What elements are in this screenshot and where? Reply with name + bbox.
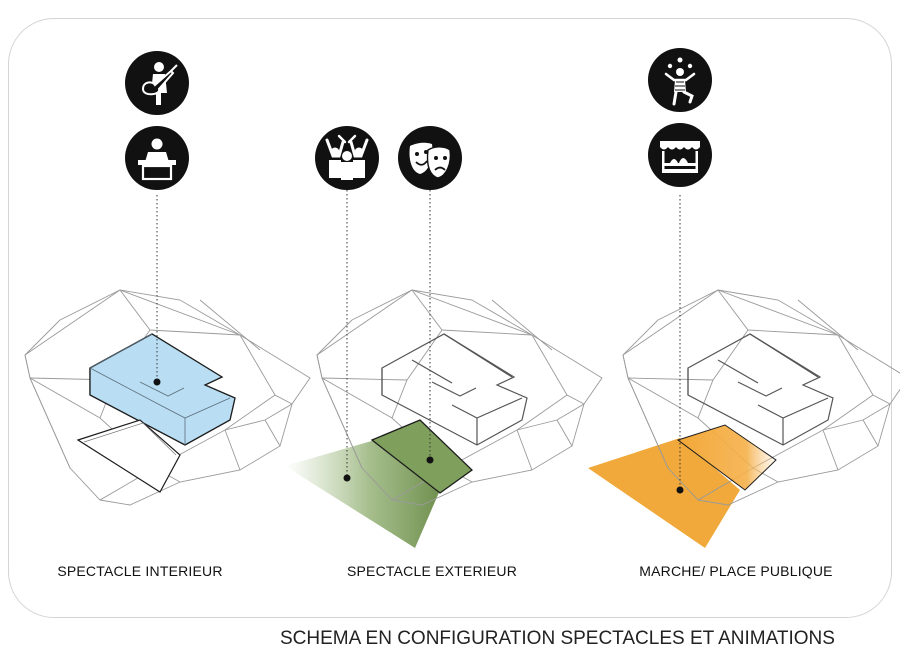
panel-label-spectacle-exterieur: SPECTACLE EXTERIEUR bbox=[346, 563, 518, 579]
panel-marche-place-publique bbox=[588, 48, 900, 548]
panel-spectacle-exterieur bbox=[285, 126, 603, 548]
crowd-celebrating-icon bbox=[315, 126, 379, 190]
market-highlight bbox=[676, 424, 777, 491]
guitarist-icon bbox=[125, 51, 189, 115]
theater-masks-icon bbox=[398, 126, 462, 190]
market-stall-icon bbox=[648, 123, 712, 187]
panel-label-spectacle-interieur: SPECTACLE INTERIEUR bbox=[57, 563, 223, 579]
diagram-frame bbox=[8, 18, 892, 618]
exterior-audience-area bbox=[285, 440, 440, 548]
location-dot bbox=[343, 474, 351, 482]
exterior-stage-highlight bbox=[370, 419, 474, 494]
diagram-caption: SCHEMA EN CONFIGURATION SPECTACLES ET AN… bbox=[280, 628, 835, 649]
location-dot bbox=[676, 486, 684, 494]
interior-highlight bbox=[89, 333, 236, 446]
public-square-area bbox=[588, 438, 740, 548]
stage-platform bbox=[76, 419, 181, 493]
panel-label-marche-place-publique: MARCHE/ PLACE PUBLIQUE bbox=[639, 563, 833, 579]
juggler-icon bbox=[648, 48, 712, 112]
location-dot bbox=[426, 456, 434, 464]
panel-spectacle-interieur bbox=[24, 51, 311, 506]
location-dot bbox=[153, 378, 161, 386]
speaker-at-podium-icon bbox=[125, 126, 189, 190]
